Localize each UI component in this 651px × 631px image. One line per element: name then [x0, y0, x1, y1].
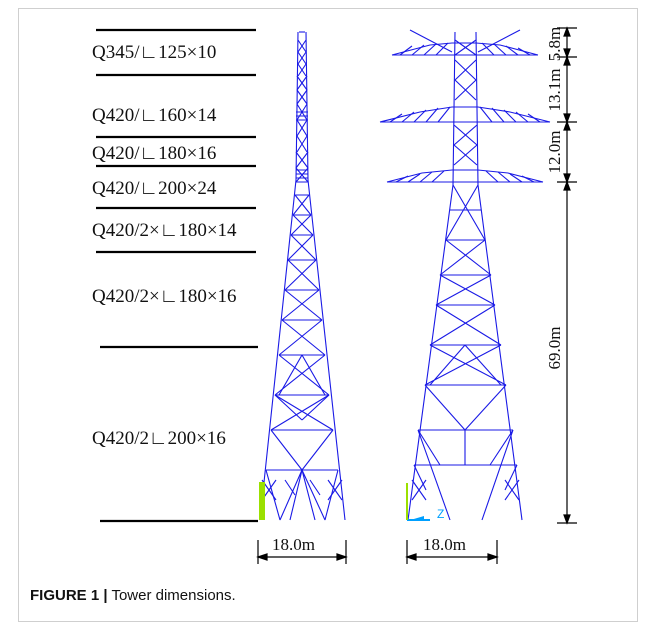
- height-dim-4: 69.0m: [545, 327, 564, 370]
- height-dim-line: [557, 26, 577, 525]
- material-label-3: Q420/∟180×16: [92, 143, 216, 164]
- axis-label-z: Z: [437, 507, 444, 521]
- material-label-1: Q345/∟125×10: [92, 42, 216, 63]
- material-label-5: Q420/2×∟180×14: [92, 220, 237, 241]
- material-label-6: Q420/2×∟180×16: [92, 286, 237, 307]
- tower-front-view: [379, 29, 551, 521]
- height-dim-3: 12.0m: [545, 131, 564, 174]
- segment-separators: [96, 28, 258, 523]
- axis-triad: Z: [406, 483, 444, 521]
- height-dim-2: 13.1m: [545, 69, 564, 112]
- figure-caption: FIGURE 1 | Tower dimensions.: [30, 587, 236, 604]
- caption-text: Tower dimensions.: [111, 587, 236, 604]
- caption-label: FIGURE 1 |: [30, 587, 108, 604]
- tower-side-view: [259, 31, 346, 521]
- material-label-4: Q420/∟200×24: [92, 178, 217, 199]
- height-dim-1: 5.8m: [545, 27, 564, 61]
- base-width-dims: [256, 540, 499, 564]
- material-label-2: Q420/∟160×14: [92, 105, 217, 126]
- material-label-7: Q420/2∟200×16: [92, 428, 226, 449]
- figure-frame: [18, 8, 638, 622]
- base-marker: [259, 482, 265, 520]
- base-width-left: 18.0m: [272, 535, 315, 554]
- base-width-right: 18.0m: [423, 535, 466, 554]
